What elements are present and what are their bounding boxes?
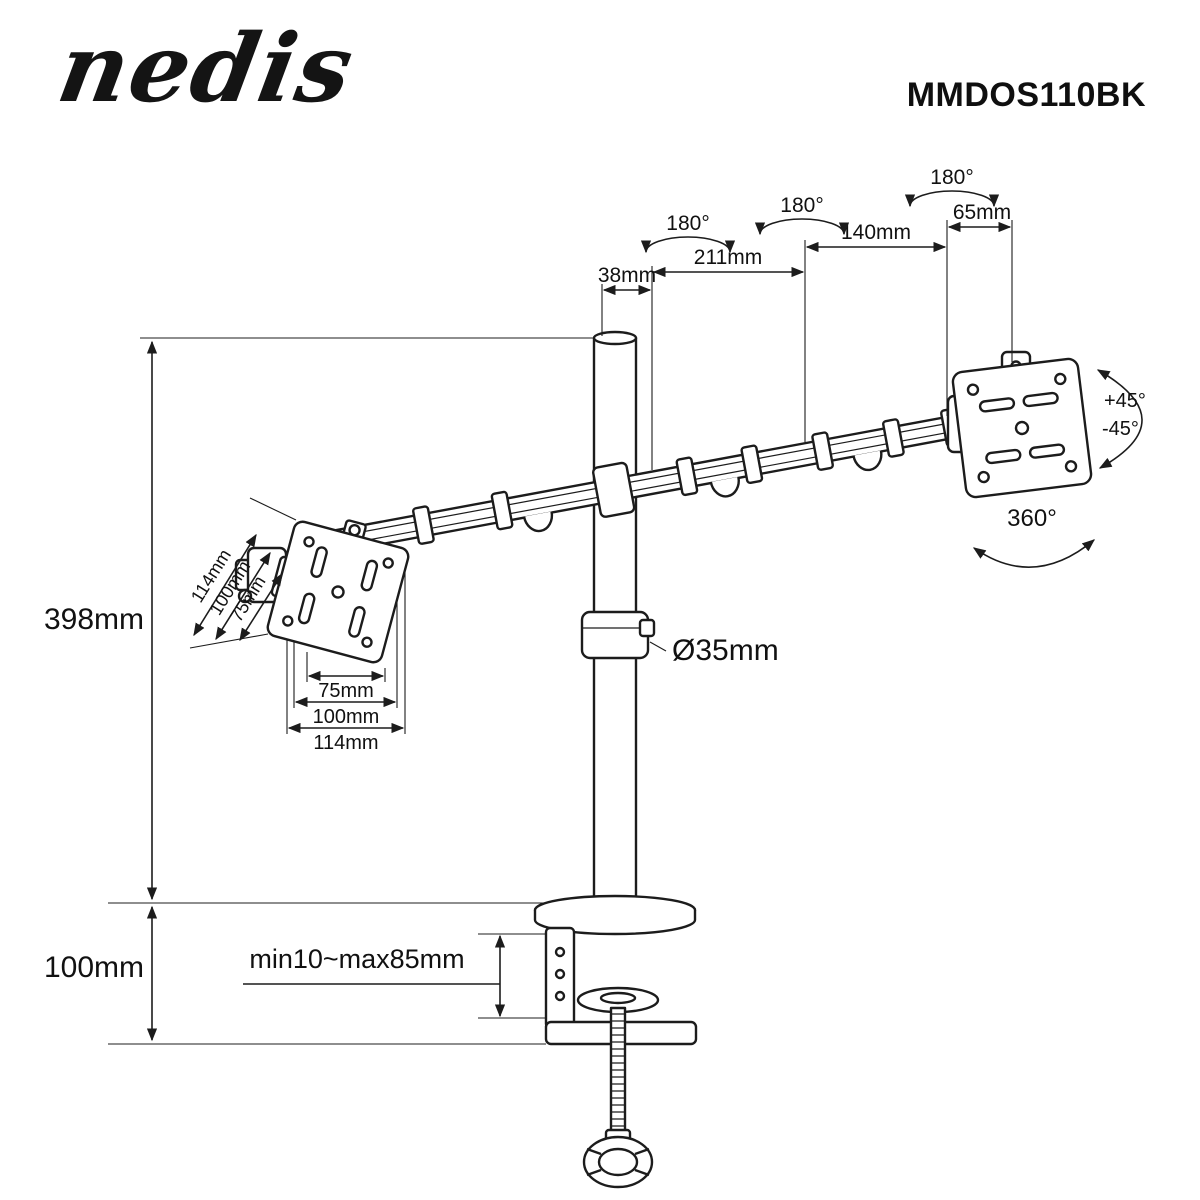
arm-span-65-label: 65mm [953, 201, 1011, 224]
clamp-pad [576, 986, 660, 1014]
right-vesa-plate [951, 357, 1093, 499]
arm-span-211-label: 211mm [694, 246, 762, 269]
desk-base-disc [533, 894, 697, 936]
cable-hook [709, 476, 740, 498]
arm-offset-38-label: 38mm [598, 264, 656, 287]
tilt-down-label: -45° [1102, 418, 1139, 440]
left-vesa-width-dims: 75mm 100mm 114mm [286, 572, 406, 754]
tilt-up-label: +45° [1104, 390, 1146, 412]
tilt-rotation-indicator: +45° -45° [1096, 369, 1146, 469]
clamp-knob [582, 1128, 654, 1189]
pole-collar [580, 610, 656, 660]
left-vesa-plate [266, 519, 410, 664]
vesa-width-75-label: 75mm [318, 680, 374, 702]
arm-span-140-label: 140mm [841, 221, 911, 244]
vesa-width-114-label: 114mm [313, 732, 378, 754]
clamp-screw [609, 1006, 627, 1134]
model-number: MMDOS110BK [906, 76, 1146, 114]
dim-arm-spans: 38mm 211mm 140mm 65mm [598, 201, 1013, 470]
arm-rotation-indicators: 180° 180° 180° [640, 166, 1000, 254]
cable-hook [522, 511, 554, 533]
clamp-range-label: min10~max85mm [249, 944, 464, 974]
arm-rotation-label-2: 180° [780, 194, 823, 217]
pole-arm-clamp [592, 461, 636, 518]
swivel-label: 360° [1007, 505, 1057, 532]
dim-clamp-range: min10~max85mm [243, 933, 546, 1019]
dim-total-height: 398mm 100mm [44, 337, 594, 1045]
swivel-rotation-indicator: 360° [972, 505, 1095, 568]
clamp-height-label: 100mm [44, 951, 144, 984]
cable-hook [852, 450, 883, 472]
vesa-width-100-label: 100mm [313, 706, 380, 728]
arm-rotation-label-1: 180° [666, 212, 709, 235]
total-height-label: 398mm [44, 603, 144, 636]
dim-pole-diameter: Ø35mm [649, 634, 779, 667]
arm-rotation-label-3: 180° [930, 166, 973, 189]
pole-diameter-label: Ø35mm [672, 634, 779, 667]
